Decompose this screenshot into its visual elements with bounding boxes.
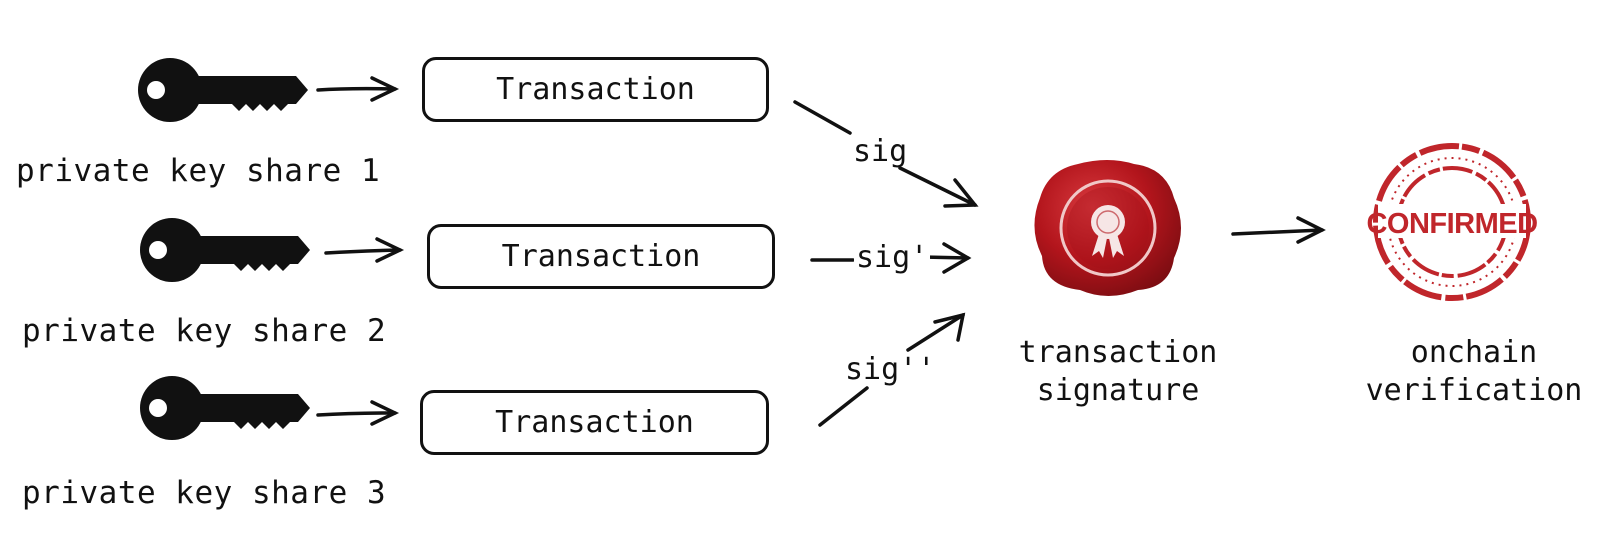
key-icon	[140, 376, 310, 440]
arrow-key-to-transaction-3	[318, 402, 395, 424]
transaction-box-2: Transaction	[427, 224, 775, 289]
transaction-box-1: Transaction	[422, 57, 769, 122]
onchain-verification-line-2: verification	[1366, 372, 1583, 410]
arrow-key-to-transaction-2	[326, 239, 400, 261]
transaction-label: Transaction	[496, 72, 695, 107]
key-share-label-2: private key share 2	[22, 316, 386, 347]
signature-label-3: sig''	[843, 355, 937, 385]
wax-seal-icon	[1034, 160, 1181, 296]
key-icon	[138, 58, 308, 122]
confirmed-stamp-icon: CONFIRMED	[1366, 146, 1537, 298]
arrow-to-verification	[1233, 218, 1322, 242]
transaction-signature-line-1: transaction	[1019, 334, 1218, 372]
key-icon	[140, 218, 310, 282]
onchain-verification-line-1: onchain	[1366, 334, 1583, 372]
stamp-text: CONFIRMED	[1366, 208, 1537, 240]
key-share-label-1: private key share 1	[16, 156, 380, 187]
arrow-key-to-transaction-1	[318, 78, 395, 100]
key-share-label-3: private key share 3	[22, 478, 386, 509]
transaction-box-3: Transaction	[420, 390, 769, 455]
signature-label-2: sig'	[854, 243, 930, 273]
transaction-label: Transaction	[495, 405, 694, 440]
transaction-signature-label: transaction signature	[1019, 334, 1218, 410]
transaction-label: Transaction	[502, 239, 701, 274]
onchain-verification-label: onchain verification	[1366, 334, 1583, 410]
signature-label-1: sig	[851, 137, 909, 167]
transaction-signature-line-2: signature	[1019, 372, 1218, 410]
